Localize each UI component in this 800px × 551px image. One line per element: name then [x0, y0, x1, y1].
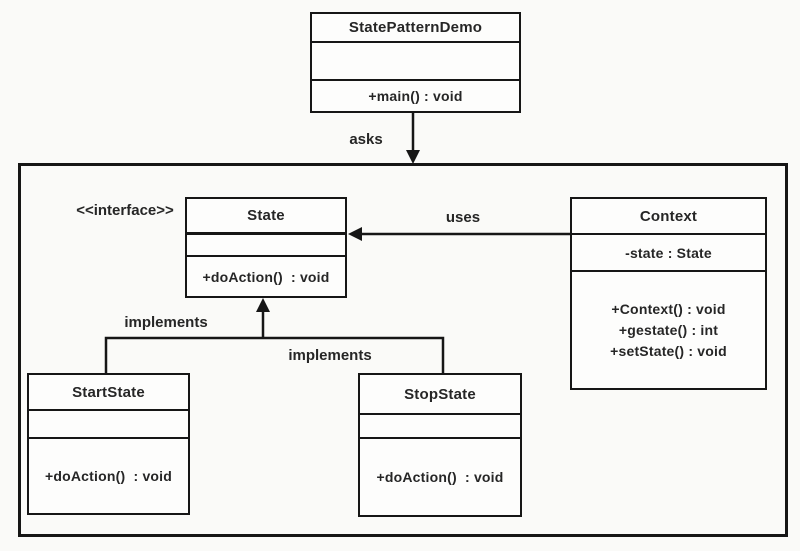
class-box-state: State +doAction() : void — [185, 197, 347, 298]
uses-arrow — [348, 227, 570, 241]
interface-stereotype-label: <<interface>> — [76, 202, 174, 219]
methods-compartment: +doAction() : void — [187, 255, 345, 296]
implements-label-stop: implements — [288, 347, 372, 364]
method-text: +gestate() : int — [618, 321, 719, 338]
method-text: +doAction() : void — [44, 468, 173, 484]
asks-label: asks — [349, 131, 383, 148]
arrowhead-up-icon — [256, 298, 270, 312]
class-box-context: Context -state : State +Context() : void… — [570, 197, 767, 390]
method-text: +setState() : void — [610, 342, 727, 359]
class-name: StopState — [404, 385, 476, 403]
title-compartment: State — [187, 199, 345, 232]
methods-compartment: +Context() : void +gestate() : int +setS… — [572, 270, 765, 388]
implements-label-start: implements — [124, 314, 208, 331]
attributes-compartment-empty — [360, 413, 520, 437]
asks-arrow — [406, 113, 420, 164]
class-name: Context — [639, 207, 698, 225]
method-text: +doAction() : void — [376, 469, 504, 485]
class-name: StatePatternDemo — [348, 19, 483, 36]
method-text: +Context() : void — [611, 300, 726, 317]
title-compartment: Context — [572, 199, 765, 233]
arrowhead-left-icon — [348, 227, 362, 241]
attributes-compartment-empty — [187, 232, 345, 255]
method-text: +doAction() : void — [202, 268, 330, 285]
attributes-compartment-empty — [312, 41, 519, 79]
uses-label: uses — [445, 209, 481, 226]
arrowhead-down-icon — [406, 150, 420, 164]
class-name: StartState — [72, 383, 145, 401]
methods-compartment: +doAction() : void — [360, 437, 520, 515]
attributes-compartment-empty — [29, 409, 188, 437]
title-compartment: StopState — [360, 375, 520, 413]
attribute-text: -state : State — [625, 244, 712, 261]
class-box-statepatterndemo: StatePatternDemo +main() : void — [310, 12, 521, 113]
class-box-stopstate: StopState +doAction() : void — [358, 373, 522, 517]
implements-connector — [104, 298, 445, 373]
system-boundary-box — [18, 163, 788, 537]
attributes-compartment: -state : State — [572, 233, 765, 270]
title-compartment: StartState — [29, 375, 188, 409]
class-name: State — [247, 207, 285, 224]
methods-compartment: +doAction() : void — [29, 437, 188, 513]
class-box-startstate: StartState +doAction() : void — [27, 373, 190, 515]
methods-compartment: +main() : void — [312, 79, 519, 111]
title-compartment: StatePatternDemo — [312, 14, 519, 41]
method-text: +main() : void — [368, 88, 463, 104]
